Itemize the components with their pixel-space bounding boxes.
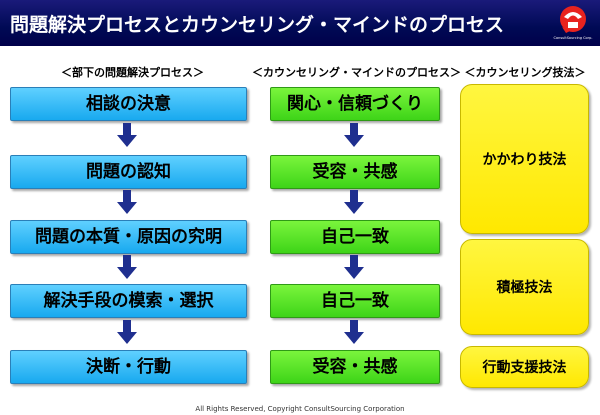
technique-active: 積極技法 bbox=[460, 239, 589, 335]
right-column-heading: ＜カウンセリング技法＞ bbox=[464, 66, 586, 79]
down-arrow-icon bbox=[117, 190, 137, 214]
problem-step-5: 決断・行動 bbox=[10, 350, 247, 384]
down-arrow-icon bbox=[344, 190, 364, 214]
page-title: 問題解決プロセスとカウンセリング・マインドのプロセス bbox=[10, 14, 505, 36]
left-column-heading: ＜部下の問題解決プロセス＞ bbox=[61, 66, 204, 79]
technique-attending-label: かかわり技法 bbox=[482, 152, 567, 168]
problem-step-4: 解決手段の模索・選択 bbox=[10, 284, 247, 318]
copyright-footer: All Rights Reserved, Copyright ConsultSo… bbox=[195, 405, 405, 413]
down-arrow-icon bbox=[117, 123, 137, 147]
down-arrow-icon bbox=[344, 255, 364, 279]
company-logo-icon bbox=[560, 6, 586, 33]
counseling-step-3: 自己一致 bbox=[270, 220, 440, 254]
counseling-step-1: 関心・信頼づくり bbox=[270, 87, 440, 121]
counseling-step-2: 受容・共感 bbox=[270, 155, 440, 189]
counseling-step-4: 自己一致 bbox=[270, 284, 440, 318]
counseling-step-5: 受容・共感 bbox=[270, 350, 440, 384]
logo-caption: ConsultSourcing Corp. bbox=[553, 36, 593, 40]
down-arrow-icon bbox=[117, 320, 137, 344]
technique-action-support-label: 行動支援技法 bbox=[482, 360, 567, 376]
problem-step-1: 相談の決意 bbox=[10, 87, 247, 121]
problem-step-3: 問題の本質・原因の究明 bbox=[10, 220, 247, 254]
technique-action-support: 行動支援技法 bbox=[460, 346, 589, 388]
title-bar: 問題解決プロセスとカウンセリング・マインドのプロセス ConsultSourci… bbox=[0, 0, 600, 46]
down-arrow-icon bbox=[344, 123, 364, 147]
middle-column-heading: ＜カウンセリング・マインドのプロセス＞ bbox=[252, 66, 461, 79]
down-arrow-icon bbox=[117, 255, 137, 279]
problem-step-2: 問題の認知 bbox=[10, 155, 247, 189]
down-arrow-icon bbox=[344, 320, 364, 344]
technique-attending: かかわり技法 bbox=[460, 84, 589, 234]
technique-active-label: 積極技法 bbox=[496, 280, 553, 296]
